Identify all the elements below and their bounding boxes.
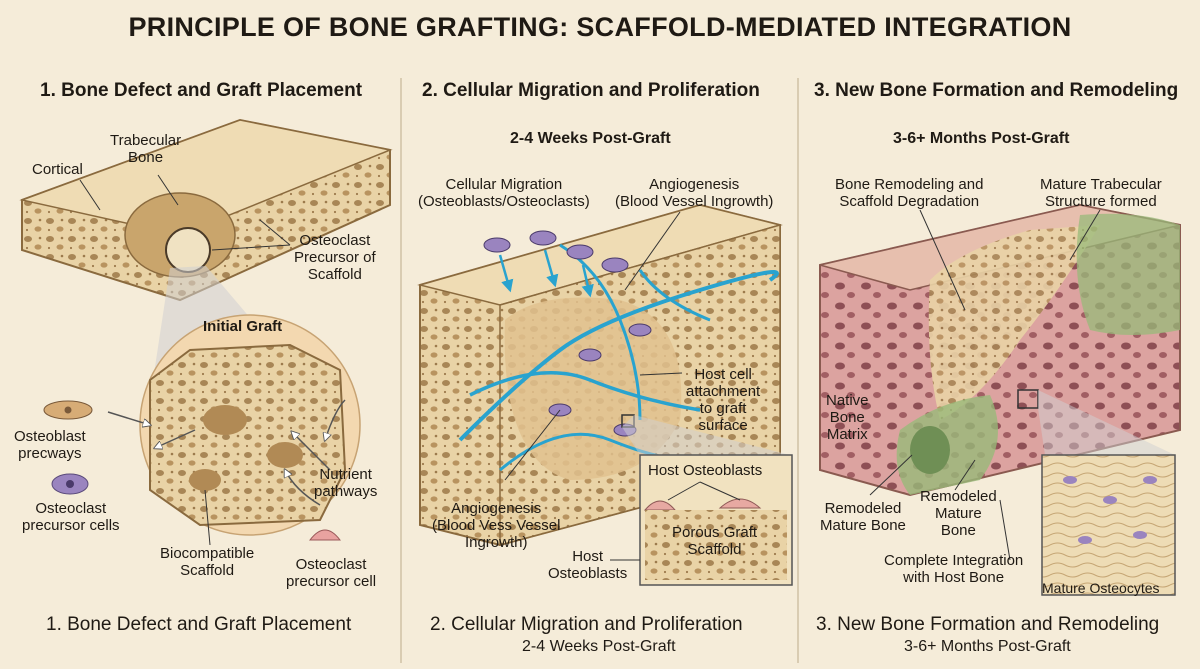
- panel2-caption: 2. Cellular Migration and Proliferation: [430, 614, 743, 635]
- label-initial-graft: Initial Graft: [203, 318, 283, 335]
- panel3-caption-sub: 3-6+ Months Post-Graft: [904, 638, 1071, 655]
- panel2-art: [417, 203, 793, 586]
- label-mature-osteocytes: Mature Osteocytes: [1042, 580, 1160, 596]
- panel2-heading: 2. Cellular Migration and Proliferation: [422, 80, 760, 101]
- panel2-caption-sub: 2-4 Weeks Post-Graft: [522, 638, 676, 655]
- label-inset-host-osteoblasts: Host Osteoblasts: [648, 462, 763, 479]
- panel3-subheading: 3-6+ Months Post-Graft: [893, 130, 1070, 147]
- label-angiogenesis-top: Angiogenesis(Blood Vessel Ingrowth): [615, 176, 774, 210]
- panel-divider-1: [400, 78, 402, 663]
- panel1-caption: 1. Bone Defect and Graft Placement: [46, 614, 352, 635]
- panel3-caption: 3. New Bone Formation and Remodeling: [816, 614, 1160, 635]
- panel2-subheading: 2-4 Weeks Post-Graft: [510, 130, 671, 147]
- label-cellular-migration: Cellular Migration(Osteoblasts/Osteoclas…: [418, 176, 590, 210]
- panel1-art: [19, 118, 393, 546]
- panel1-heading: 1. Bone Defect and Graft Placement: [40, 80, 363, 101]
- panel3-heading: 3. New Bone Formation and Remodeling: [814, 80, 1179, 101]
- panel-divider-2: [797, 78, 799, 663]
- diagram-title: PRINCIPLE OF BONE GRAFTING: SCAFFOLD-MED…: [128, 12, 1072, 42]
- panel3-art: [819, 203, 1181, 596]
- label-cortical: Cortical: [32, 161, 83, 178]
